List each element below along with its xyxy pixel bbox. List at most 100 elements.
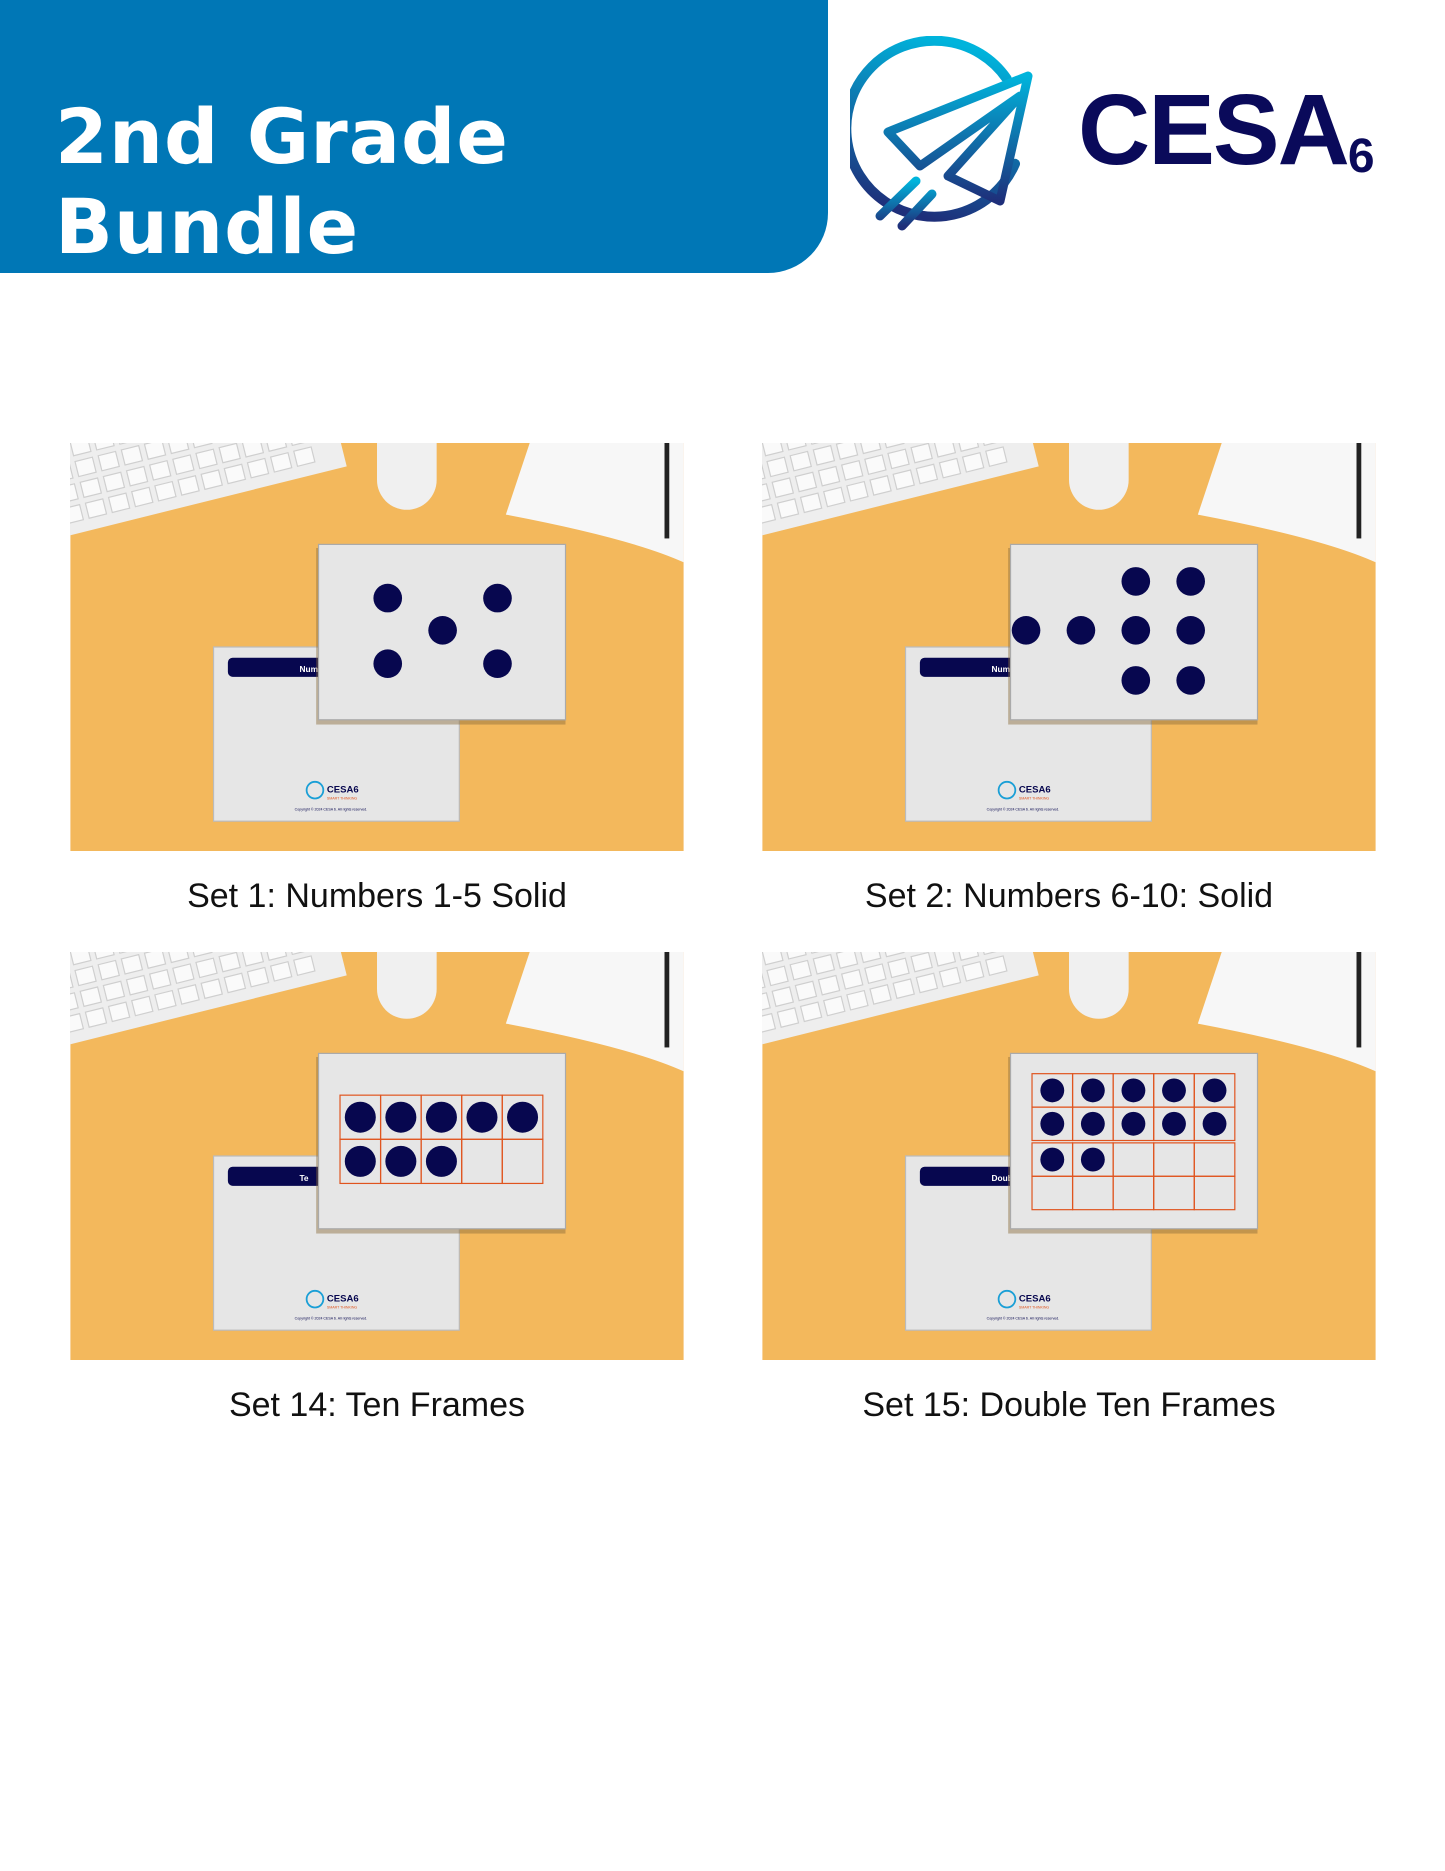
counter-dot (507, 1101, 539, 1133)
counter-dot (425, 1145, 457, 1177)
pencil (664, 952, 670, 1048)
mini-logo-icon (305, 780, 325, 800)
keyboard-key (817, 465, 841, 487)
pencil (1356, 952, 1362, 1048)
keyboard-key (223, 972, 247, 994)
keyboard-key (799, 492, 823, 514)
keyboard-key (241, 952, 265, 967)
keyboard-body (70, 952, 347, 1048)
keyboard-key (269, 960, 293, 982)
cesa-logo: CESA6 (850, 36, 1410, 236)
keyboard-key (74, 456, 97, 478)
dot (1121, 666, 1151, 695)
keyboard-key (143, 952, 167, 969)
keyboard-key (766, 965, 789, 987)
keyboard-key (287, 443, 311, 447)
keyboard-key (293, 446, 316, 468)
keyboard-key (985, 955, 1008, 977)
card-title-text: Te (299, 1173, 308, 1183)
counter-dot (466, 1101, 498, 1133)
mini-logo-text: CESA6 (1019, 785, 1051, 796)
mini-logo-text: CESA6 (327, 1294, 359, 1305)
mini-logo-icon (305, 1289, 325, 1309)
header-banner: 2nd Grade Bundle (0, 0, 828, 273)
keyboard-key (956, 443, 980, 452)
keyboard-key (148, 968, 172, 990)
keyboard-key (84, 498, 108, 519)
keyboard-key (79, 477, 103, 499)
mini-logo-tagline: SMART THINKING (1019, 797, 1050, 801)
dot (483, 649, 512, 679)
keyboard-key (887, 448, 910, 470)
keyboard-body (762, 443, 1039, 539)
counter-dot (1040, 1147, 1065, 1172)
keyboard-key (97, 450, 121, 472)
keyboard-key (822, 486, 846, 508)
keyboard-key (70, 443, 92, 457)
dot (1066, 615, 1096, 645)
mini-logo-tagline: SMART THINKING (327, 797, 358, 801)
keyboard-key (130, 486, 154, 508)
keyboard-key (762, 483, 771, 504)
keyboard-key (794, 980, 818, 1002)
mini-logo-icon (997, 1289, 1017, 1309)
keyboard-key (107, 1001, 131, 1023)
card-title-text: Doubl (991, 1173, 1015, 1183)
keyboard-key (869, 984, 892, 1005)
keyboard-key (882, 443, 905, 449)
keyboard-key (148, 459, 172, 481)
keyboard-key (799, 1001, 823, 1023)
keyboard-key (961, 451, 985, 473)
pencil (1356, 443, 1362, 539)
keyboard-key (789, 959, 813, 981)
keyboard-key (892, 469, 916, 491)
keyboard-key (882, 952, 905, 958)
set-caption: Set 14: Ten Frames (228, 1386, 526, 1424)
keyboard-key (70, 462, 74, 484)
keyboard-key (70, 1012, 85, 1034)
mini-logo-text: CESA6 (327, 785, 359, 796)
keyboard-key (840, 968, 864, 990)
counter-dot (1121, 1078, 1146, 1103)
dot (373, 583, 403, 613)
counter-dot (1162, 1111, 1186, 1136)
counter-dot (1040, 1078, 1065, 1103)
keyboard-key (846, 480, 869, 502)
keyboard-key (817, 974, 841, 996)
mouse (377, 952, 437, 1019)
keyboard-key (956, 952, 980, 961)
notepaper (505, 443, 684, 563)
keyboard-key (762, 992, 771, 1013)
counter-dot (1162, 1078, 1186, 1103)
dot (1176, 615, 1205, 645)
keyboard-key (172, 963, 195, 985)
set-caption: Set 1: Numbers 1-5 Solid (187, 877, 567, 915)
keyboard-key (789, 450, 813, 472)
counter-dot (1121, 1111, 1146, 1136)
frame-cell (501, 1138, 544, 1185)
dot (1176, 567, 1205, 596)
dot (483, 583, 512, 613)
keyboard-key (107, 492, 131, 514)
keyboard-key (223, 463, 247, 485)
keyboard-key (190, 952, 213, 958)
frame-cell (1193, 1106, 1236, 1142)
keyboard-key (293, 955, 316, 977)
keyboard-key (933, 952, 957, 967)
frame-cell (1193, 1175, 1236, 1211)
keyboard-key (892, 978, 916, 1000)
keyboard-key (794, 471, 818, 493)
keyboard (70, 443, 347, 539)
keyboard-key (771, 477, 795, 499)
keyboard (762, 443, 1039, 539)
card-title-text: Numb (991, 664, 1015, 674)
keyboard-key (910, 952, 933, 973)
keyboard-key (200, 469, 224, 491)
keyboard (70, 952, 347, 1048)
keyboard-key (979, 952, 1003, 956)
keyboard-key (762, 1012, 777, 1034)
keyboard-key (887, 957, 910, 979)
keyboard-key (858, 952, 882, 964)
